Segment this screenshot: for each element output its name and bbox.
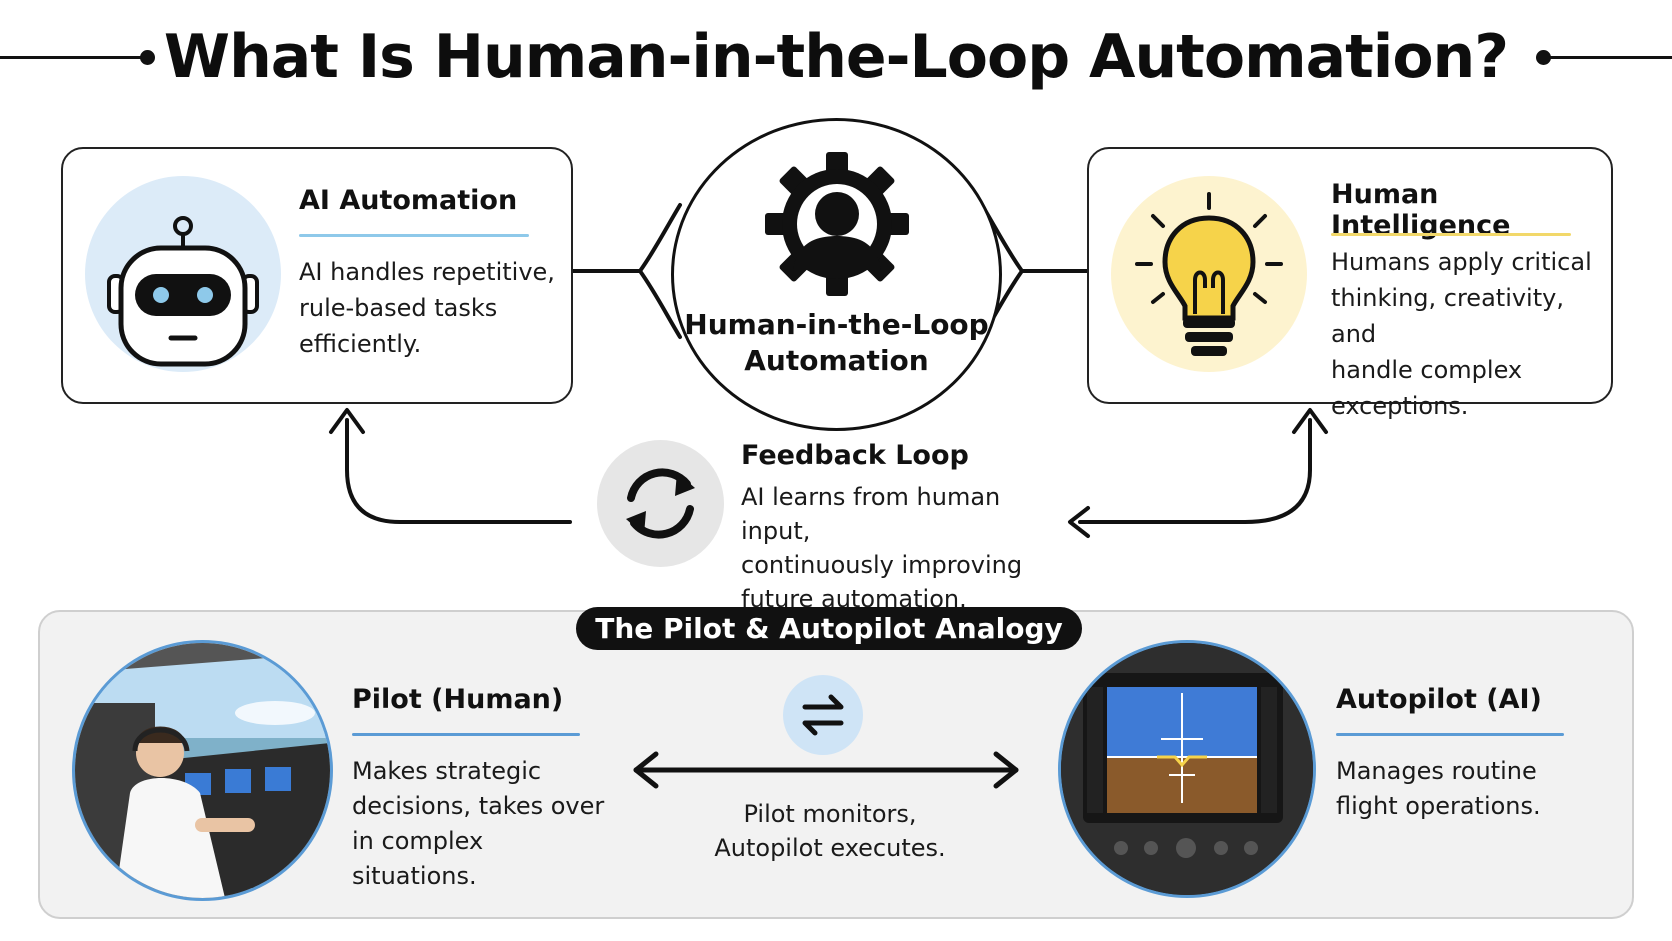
center-label: Human-in-the-Loop Automation: [684, 308, 989, 377]
feedback-title: Feedback Loop: [741, 440, 969, 471]
refresh-cycle-icon: [597, 440, 724, 567]
double-arrow: [633, 751, 1019, 789]
pilot-rule: [352, 733, 580, 736]
pilot-text: Makes strategic decisions, takes over in…: [352, 757, 605, 890]
human-intelligence-card: Human Intelligence Humans apply critical…: [1087, 147, 1613, 420]
center-circle: Human-in-the-Loop Automation: [671, 118, 1002, 431]
pilot-cockpit-illustration: [72, 640, 333, 901]
ai-automation-card: AI Automation AI handles repetitive, rul…: [61, 147, 573, 404]
gear-person-icon: [765, 152, 909, 296]
autopilot-title: Autopilot (AI): [1336, 684, 1542, 715]
title-dot-left: [140, 50, 155, 65]
ai-card-text: AI handles repetitive, rule-based tasks …: [299, 258, 555, 358]
ai-card-rule: [299, 234, 529, 237]
flight-display-illustration: [1058, 640, 1316, 898]
ai-card-title: AI Automation: [299, 185, 518, 216]
autopilot-rule: [1336, 733, 1564, 736]
title-line-right: [1545, 56, 1672, 59]
lightbulb-icon: [1111, 176, 1307, 372]
human-card-text: Humans apply critical thinking, creativi…: [1331, 248, 1592, 420]
autopilot-text: Manages routine flight operations.: [1336, 757, 1541, 820]
human-card-title: Human Intelligence: [1331, 179, 1511, 241]
title-dot-right: [1536, 50, 1551, 65]
middle-text: Pilot monitors, Autopilot executes.: [714, 800, 946, 862]
swap-arrows-icon: [783, 675, 863, 755]
human-card-rule: [1331, 233, 1571, 236]
page-title: What Is Human-in-the-Loop Automation?: [163, 22, 1509, 92]
robot-icon: [85, 176, 281, 372]
pilot-title: Pilot (Human): [352, 684, 564, 715]
title-line-left: [0, 56, 148, 59]
feedback-text: AI learns from human input, continuously…: [741, 483, 1023, 613]
analogy-banner: The Pilot & Autopilot Analogy: [576, 607, 1082, 650]
